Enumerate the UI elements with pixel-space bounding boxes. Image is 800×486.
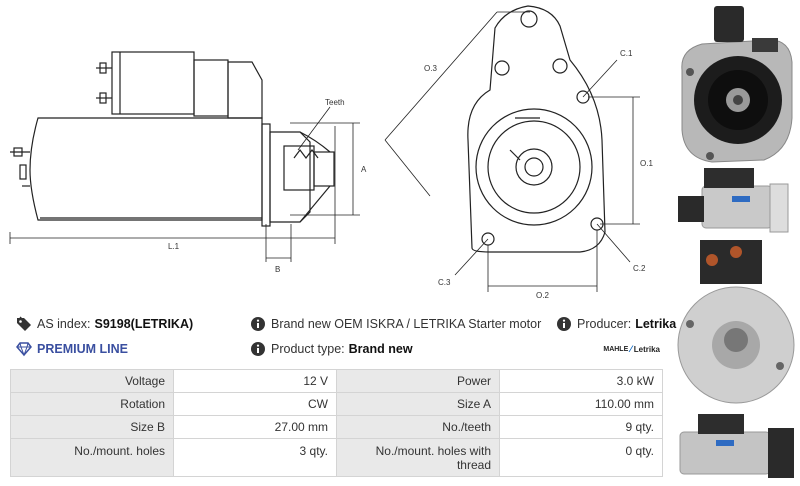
product-type: Product type: Brand new bbox=[250, 339, 413, 359]
table-row: No./mount. holes 3 qty. No./mount. holes… bbox=[10, 438, 663, 477]
logo-separator-icon: ⁄ bbox=[630, 344, 632, 354]
as-index-value: S9198(LETRIKA) bbox=[94, 317, 194, 331]
product-photo-side[interactable] bbox=[678, 168, 789, 233]
as-index-label: AS index: bbox=[37, 317, 91, 331]
tag-icon bbox=[17, 316, 31, 331]
spec-value: 12 V bbox=[173, 369, 337, 393]
logo-mahle: MAHLE bbox=[603, 345, 629, 353]
dim-c2-label: C.2 bbox=[633, 264, 646, 273]
table-row: Voltage 12 V Power 3.0 kW bbox=[10, 369, 663, 393]
mahle-letrika-logo: MAHLE ⁄ Letrika bbox=[603, 339, 660, 359]
logo-letrika: Letrika bbox=[633, 344, 660, 354]
spec-value: 3.0 kW bbox=[499, 369, 663, 393]
product-type-value: Brand new bbox=[348, 342, 413, 356]
spec-label: No./mount. holes with thread bbox=[336, 438, 500, 477]
producer-value: Letrika bbox=[635, 317, 677, 331]
brand-line: Brand new OEM ISKRA / LETRIKA Starter mo… bbox=[250, 314, 541, 334]
spec-label: No./teeth bbox=[336, 415, 500, 439]
spec-value: 110.00 mm bbox=[499, 392, 663, 416]
info-icon bbox=[251, 342, 265, 356]
product-photo-side-2[interactable] bbox=[679, 414, 794, 478]
spec-value: CW bbox=[173, 392, 337, 416]
spec-value: 0 qty. bbox=[499, 438, 663, 477]
dim-a-label: A bbox=[361, 165, 367, 174]
spec-label: Voltage bbox=[10, 369, 174, 393]
dim-c1-label: C.1 bbox=[620, 49, 633, 58]
dim-b-label: B bbox=[275, 265, 280, 274]
spec-label: Size B bbox=[10, 415, 174, 439]
product-photo-rear[interactable] bbox=[677, 240, 795, 404]
dim-o3-label: O.3 bbox=[424, 64, 437, 73]
spec-label: Power bbox=[336, 369, 500, 393]
brand-text: Brand new OEM ISKRA / LETRIKA Starter mo… bbox=[271, 317, 542, 331]
product-type-label: Product type: bbox=[271, 342, 345, 356]
producer-label: Producer: bbox=[577, 317, 632, 331]
motor-body bbox=[29, 117, 263, 221]
spec-label: Size A bbox=[336, 392, 500, 416]
table-row: Size B 27.00 mm No./teeth 9 qty. bbox=[10, 415, 663, 439]
dim-o1-label: O.1 bbox=[640, 159, 653, 168]
spec-table: Voltage 12 V Power 3.0 kW Rotation CW Si… bbox=[10, 369, 663, 477]
info-icon bbox=[557, 317, 571, 331]
dim-o2-label: O.2 bbox=[536, 291, 549, 300]
dim-c3-label: C.3 bbox=[438, 278, 451, 287]
solenoid-body bbox=[111, 51, 195, 115]
info-icon bbox=[251, 317, 265, 331]
premium-line-badge: PREMIUM LINE bbox=[16, 339, 128, 359]
spec-label: No./mount. holes bbox=[10, 438, 174, 477]
product-photo-front[interactable] bbox=[681, 6, 793, 163]
spec-label: Rotation bbox=[10, 392, 174, 416]
product-info: AS index: S9198(LETRIKA) Brand new OEM I… bbox=[12, 312, 676, 362]
spec-value: 9 qty. bbox=[499, 415, 663, 439]
technical-drawing: L.1 A B Teeth O.3 C.1 O.1 C.2 C.3 O.2 bbox=[9, 5, 653, 300]
as-index: AS index: S9198(LETRIKA) bbox=[16, 314, 193, 334]
teeth-label: Teeth bbox=[325, 98, 345, 107]
premium-label: PREMIUM LINE bbox=[37, 342, 128, 356]
spec-value: 27.00 mm bbox=[173, 415, 337, 439]
front-view bbox=[467, 5, 606, 253]
table-row: Rotation CW Size A 110.00 mm bbox=[10, 392, 663, 416]
diamond-icon bbox=[16, 342, 32, 357]
spec-value: 3 qty. bbox=[173, 438, 337, 477]
producer: Producer: Letrika bbox=[556, 314, 676, 334]
dim-l1-label: L.1 bbox=[168, 242, 180, 251]
product-photos bbox=[677, 6, 795, 478]
